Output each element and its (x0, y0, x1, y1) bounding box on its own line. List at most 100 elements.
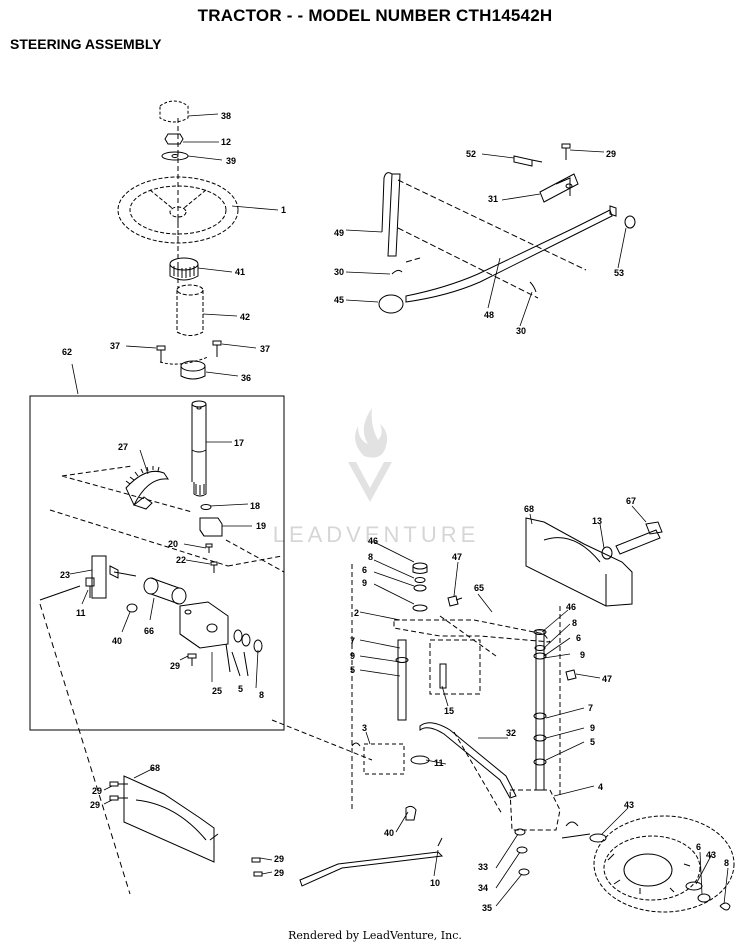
callout-67: 67 (626, 496, 636, 506)
callout-30b: 30 (516, 326, 526, 336)
callout-labels: 38 12 39 1 41 42 37 37 36 62 17 27 18 19… (60, 111, 729, 913)
callout-45: 45 (334, 295, 344, 305)
callout-68-right: 68 (524, 504, 534, 514)
callout-8-wheel: 8 (724, 858, 729, 868)
callout-46-left: 46 (368, 536, 378, 546)
callout-33: 33 (478, 862, 488, 872)
fitting-part-47 (447, 595, 463, 607)
callout-11-lower: 11 (434, 758, 444, 768)
callout-15: 15 (444, 706, 454, 716)
callout-31: 31 (488, 194, 498, 204)
callout-41: 41 (235, 267, 245, 277)
callout-12: 12 (221, 137, 231, 147)
plate-part-23 (91, 555, 137, 599)
drag-link-part-10 (299, 837, 444, 887)
ring-part-8-wheel (719, 902, 731, 911)
callout-9-left2: 9 (350, 651, 355, 661)
callout-13: 13 (592, 516, 602, 526)
subassembly-box-62 (29, 395, 285, 731)
callout-49: 49 (334, 228, 344, 238)
nut-part-40 (126, 603, 138, 613)
callout-25: 25 (212, 686, 222, 696)
callout-11: 11 (76, 608, 86, 618)
bushing-part-36 (180, 360, 206, 380)
callout-5-box: 5 (238, 684, 243, 694)
callout-29-l1: 29 (92, 786, 102, 796)
callout-9-left: 9 (362, 578, 367, 588)
screws-part-29-left (109, 781, 263, 877)
tie-rod-part-32 (419, 722, 517, 799)
callout-20: 20 (168, 539, 178, 549)
callout-66: 66 (144, 626, 154, 636)
callout-48: 48 (484, 310, 494, 320)
nut-part-53 (624, 215, 636, 229)
washer-part-6-wheel (697, 893, 711, 903)
callout-8-right: 8 (572, 618, 577, 628)
callout-8-box: 8 (259, 690, 264, 700)
screw-part-37-left (156, 345, 166, 362)
cap-part-46 (412, 562, 428, 574)
callout-19: 19 (256, 521, 266, 531)
callout-18: 18 (250, 501, 260, 511)
callout-9-right2: 9 (590, 723, 595, 733)
cap-part-38 (159, 100, 189, 123)
callout-5-left: 5 (350, 665, 355, 675)
footer-credit: Rendered by LeadVenture, Inc. (288, 929, 462, 942)
callout-17: 17 (234, 438, 244, 448)
screw-part-29-box (187, 653, 197, 666)
spindle-part-right (533, 629, 547, 791)
callout-6-left: 6 (362, 565, 367, 575)
bracket-part-68-right (525, 517, 633, 607)
callout-30a: 30 (334, 267, 344, 277)
spindle-part-2 (395, 639, 409, 721)
washer-part-43 (589, 833, 703, 891)
callout-37b: 37 (260, 344, 270, 354)
screw-part-29-top (561, 143, 571, 160)
bracket-part-25 (179, 601, 229, 649)
callout-40-lower: 40 (384, 828, 394, 838)
callout-4: 4 (598, 782, 603, 792)
section-title: STEERING ASSEMBLY (10, 36, 162, 52)
pin-part-30-right (529, 281, 537, 293)
callout-34: 34 (478, 883, 488, 893)
knob-part-45 (378, 294, 404, 314)
callout-29-l4: 29 (274, 868, 284, 878)
bolt-part-67 (615, 521, 663, 555)
spindle-part-4 (509, 789, 561, 831)
callout-62: 62 (62, 347, 72, 357)
callout-3: 3 (362, 723, 367, 733)
washers-part-5 (233, 629, 251, 647)
callout-43b: 43 (706, 850, 716, 860)
callout-36: 36 (241, 373, 251, 383)
callout-9-right: 9 (580, 650, 585, 660)
watermark-logo (348, 408, 392, 502)
nut-part-40-lower (405, 805, 417, 821)
axle-part-65 (393, 619, 552, 695)
bolt-part-33-34-35 (514, 828, 530, 876)
callout-7-left: 7 (350, 636, 355, 646)
callout-1: 1 (281, 205, 286, 215)
adapter-part-41 (169, 257, 199, 281)
drag-link-part-48 (405, 205, 617, 303)
callout-53: 53 (614, 268, 624, 278)
washer-part-18 (200, 504, 212, 510)
callout-46-right: 46 (566, 602, 576, 612)
callout-22: 22 (176, 555, 186, 565)
callout-52: 52 (466, 149, 476, 159)
callout-37a: 37 (110, 341, 120, 351)
pin-part-30-left (391, 269, 403, 275)
steering-shaft-part-17 (191, 400, 207, 482)
callout-39: 39 (226, 156, 236, 166)
callout-29-l2: 29 (90, 800, 100, 810)
bracket-part-19 (199, 517, 223, 537)
callout-2: 2 (354, 608, 359, 618)
callout-47-left: 47 (452, 552, 462, 562)
nut-part-12 (164, 133, 184, 145)
washer-stack-left (412, 577, 428, 612)
fitting-part-47-right (565, 669, 577, 681)
pinion-gear-part-17 (193, 482, 207, 497)
bracket-part-31 (539, 173, 579, 203)
screw-part-37-right (212, 340, 222, 357)
spindle-part-3 (351, 742, 430, 775)
